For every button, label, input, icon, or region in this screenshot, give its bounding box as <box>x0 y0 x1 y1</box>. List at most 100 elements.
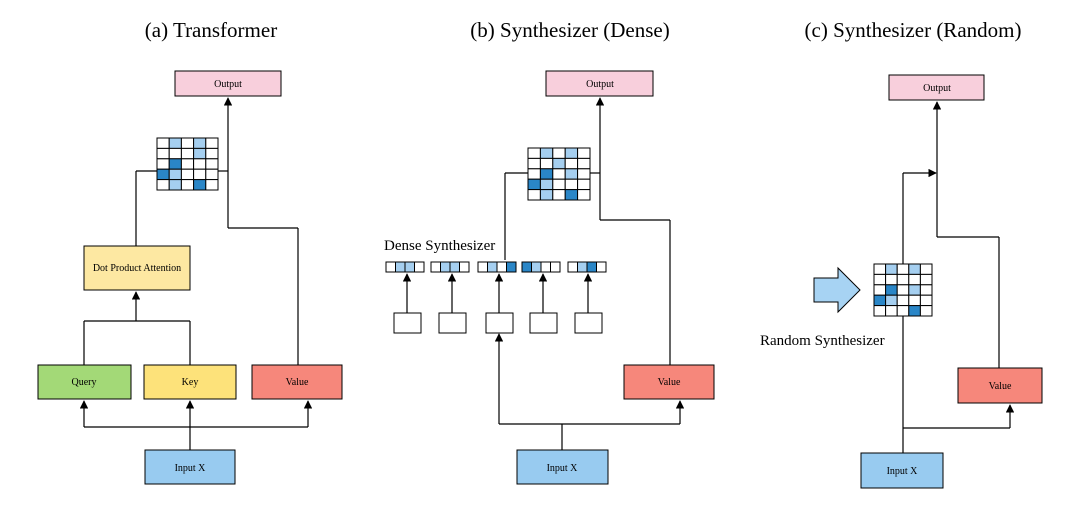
output-box-c <box>888 74 985 101</box>
matrix-b-cell <box>527 189 541 201</box>
dense-vector-cell <box>395 261 406 273</box>
input-label-a: Input X <box>175 463 207 474</box>
token-box-5 <box>574 312 603 334</box>
key-label-a: Key <box>182 377 199 388</box>
dot-product-attention-box <box>83 245 191 291</box>
value-box-c <box>957 367 1043 404</box>
matrix-c-cell <box>896 294 910 307</box>
matrix-a-cell <box>205 137 219 149</box>
panel-synthesizer-random: Output Random Synthesizer Value Input X <box>760 74 1043 489</box>
matrix-b-cell <box>577 168 591 180</box>
matrix-b-cell <box>564 178 579 191</box>
random-matrix-c <box>873 263 933 317</box>
attention-matrix-a <box>156 137 219 191</box>
matrix-c-cell <box>908 294 921 307</box>
input-box-c <box>860 452 944 489</box>
matrix-a-cell <box>156 158 170 170</box>
dense-vector-cell <box>449 261 460 273</box>
dense-synthesizer-vectors <box>385 261 607 273</box>
dense-vector-cell <box>385 261 396 273</box>
matrix-b-cell <box>564 147 579 159</box>
output-label-a: Output <box>214 79 242 90</box>
dense-vector-cell <box>487 261 498 273</box>
matrix-a-cell <box>193 137 207 149</box>
dense-vector-cell <box>550 261 561 273</box>
matrix-a-cell <box>156 179 170 191</box>
matrix-c-cell <box>885 294 898 307</box>
matrix-c-cell <box>919 284 933 296</box>
matrix-b-cell <box>577 189 591 201</box>
value-box-a <box>251 364 343 400</box>
matrix-c-cell <box>919 273 933 286</box>
matrix-c-cell <box>908 305 921 317</box>
matrix-c-cell <box>885 305 898 317</box>
dense-vector-cell <box>540 261 551 273</box>
matrix-c-cell <box>873 294 887 307</box>
value-label-a: Value <box>286 377 309 388</box>
token-box-2 <box>438 312 467 334</box>
matrix-c-cell <box>885 284 898 296</box>
matrix-b-cell <box>527 147 541 159</box>
matrix-b-cell <box>527 157 541 170</box>
matrix-c-cell <box>873 273 887 286</box>
matrix-a-cell <box>180 179 195 191</box>
matrix-b-cell <box>577 178 591 191</box>
output-label-c: Output <box>923 83 951 94</box>
random-synthesizer-label: Random Synthesizer <box>760 333 885 349</box>
output-label-b: Output <box>586 79 614 90</box>
dense-vector-cell <box>440 261 451 273</box>
matrix-a-cell <box>193 168 207 181</box>
matrix-c-cell <box>919 294 933 307</box>
title-synthesizer-dense: (b) Synthesizer (Dense) <box>470 18 669 42</box>
matrix-a-cell <box>193 147 207 160</box>
matrix-b-cell <box>552 189 566 201</box>
matrix-c-cell <box>919 263 933 275</box>
matrix-b-cell <box>564 168 579 180</box>
matrix-c-cell <box>896 284 910 296</box>
title-transformer: (a) Transformer <box>145 18 277 42</box>
dense-synthesizer-label: Dense Synthesizer <box>384 238 495 254</box>
matrix-c-cell <box>908 284 921 296</box>
matrix-a-cell <box>180 137 195 149</box>
matrix-a-cell <box>180 158 195 170</box>
matrix-a-cell <box>156 137 170 149</box>
matrix-b-cell <box>539 157 554 170</box>
matrix-b-cell <box>552 147 566 159</box>
matrix-a-cell <box>156 147 170 160</box>
value-label-b: Value <box>658 377 681 388</box>
dense-vector-cell <box>506 261 517 273</box>
token-box-1 <box>393 312 422 334</box>
matrix-c-cell <box>896 273 910 286</box>
matrix-b-cell <box>539 189 554 201</box>
output-box-a <box>174 70 282 97</box>
matrix-a-cell <box>168 137 182 149</box>
matrix-a-cell <box>180 168 195 181</box>
matrix-a-cell <box>168 158 182 170</box>
query-label: Query <box>72 377 97 388</box>
dense-vector-cell <box>596 261 607 273</box>
attention-matrix-b <box>527 147 591 201</box>
matrix-b-cell <box>577 157 591 170</box>
query-box <box>37 364 132 400</box>
input-box-a <box>144 449 236 485</box>
token-box-4 <box>529 312 558 334</box>
input-label-b: Input X <box>547 463 579 474</box>
matrix-c-cell <box>896 305 910 317</box>
matrix-c-cell <box>873 263 887 275</box>
matrix-a-cell <box>156 168 170 181</box>
panel-synthesizer-dense: Output Dense Synthesizer Value Input X <box>384 70 715 485</box>
matrix-a-cell <box>193 179 207 191</box>
matrix-b-cell <box>539 147 554 159</box>
matrix-c-cell <box>896 263 910 275</box>
matrix-b-cell <box>539 178 554 191</box>
dense-vector-cell <box>577 261 588 273</box>
matrix-c-cell <box>873 284 887 296</box>
token-box-3 <box>485 312 514 334</box>
matrix-c-cell <box>908 263 921 275</box>
matrix-b-cell <box>539 168 554 180</box>
matrix-b-cell <box>552 157 566 170</box>
dot-product-attention-label: Dot Product Attention <box>93 263 181 274</box>
matrix-a-cell <box>205 158 219 170</box>
matrix-c-cell <box>885 263 898 275</box>
